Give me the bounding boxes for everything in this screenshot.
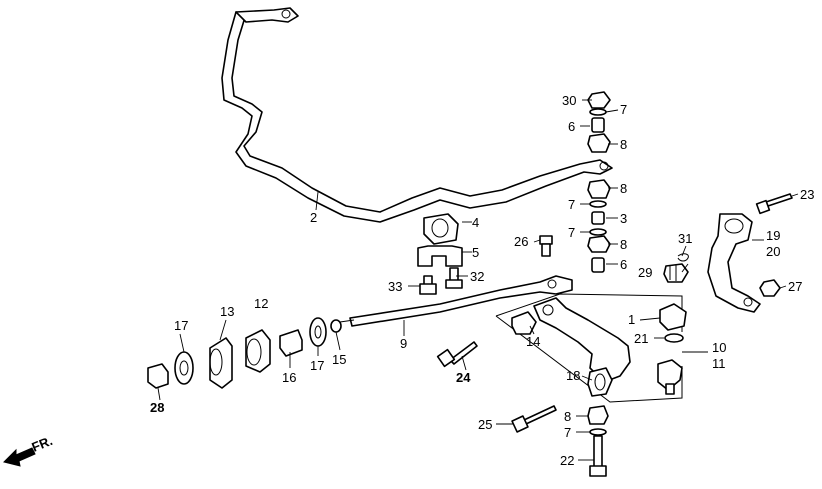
label-2: 2 (310, 210, 317, 225)
arm-bushing-18 (587, 367, 613, 397)
label-19: 19 (766, 228, 780, 243)
label-22: 22 (560, 453, 574, 468)
bushing-8-lower (587, 405, 609, 425)
label-8c: 8 (620, 237, 627, 252)
bolt-22 (589, 435, 607, 477)
ball-joint (657, 359, 683, 395)
arm-bushing-14 (511, 311, 537, 335)
bushing-8-a (587, 133, 611, 153)
front-arrow-label: FR. (30, 433, 55, 455)
label-33: 33 (388, 279, 402, 294)
rod-nut-28 (147, 363, 169, 389)
castle-nut-29 (663, 263, 689, 283)
bolt-26 (539, 235, 553, 257)
label-25: 25 (478, 417, 492, 432)
label-7b: 7 (568, 197, 575, 212)
label-13: 13 (220, 304, 234, 319)
label-29: 29 (638, 265, 652, 280)
label-16: 16 (282, 370, 296, 385)
label-14: 14 (526, 334, 540, 349)
label-32: 32 (470, 269, 484, 284)
label-20: 20 (766, 244, 780, 259)
label-24: 24 (456, 370, 471, 385)
rod-bushing-13 (209, 337, 233, 389)
washer-7-b (589, 200, 607, 208)
knuckle (707, 213, 761, 313)
bolt-23 (755, 193, 793, 215)
label-1: 1 (628, 312, 635, 327)
label-26: 26 (514, 234, 528, 249)
collar-3 (591, 211, 605, 225)
label-6b: 6 (620, 257, 627, 272)
label-10: 10 (712, 340, 726, 355)
label-7c: 7 (568, 225, 575, 240)
label-9: 9 (400, 336, 407, 351)
bolt-32 (445, 267, 463, 289)
front-arrow (3, 447, 36, 467)
label-12: 12 (254, 296, 268, 311)
collar-6-a (591, 117, 605, 133)
label-17b: 17 (310, 358, 324, 373)
cotter-pin-31 (677, 253, 689, 262)
rod-bushing-12 (245, 329, 271, 373)
label-8a: 8 (620, 137, 627, 152)
label-28: 28 (150, 400, 164, 415)
label-4: 4 (472, 215, 479, 230)
leader-lines (157, 99, 799, 461)
stabilizer-bushing (423, 213, 459, 245)
radius-rod (339, 275, 573, 327)
label-17a: 17 (174, 318, 188, 333)
lower-control-arm (533, 297, 631, 383)
label-8d: 8 (564, 409, 571, 424)
label-18: 18 (566, 368, 580, 383)
bolt-33 (419, 275, 437, 295)
boot-1 (659, 303, 687, 331)
part-labels: 2 4 5 30 7 6 8 8 7 3 7 8 6 26 32 33 31 2… (30, 93, 815, 468)
nut-27 (759, 279, 781, 297)
label-31: 31 (678, 231, 692, 246)
collar-6-b (591, 257, 605, 273)
washer-7-c (589, 228, 607, 236)
bolt-25 (511, 405, 557, 433)
label-6a: 6 (568, 119, 575, 134)
label-21: 21 (634, 331, 648, 346)
washer-7-lower (589, 428, 607, 436)
bushing-8-c (587, 235, 611, 253)
label-30: 30 (562, 93, 576, 108)
washer-17-right (309, 317, 327, 347)
washer-15 (330, 319, 342, 333)
label-7a: 7 (620, 102, 627, 117)
washer-17-left (174, 351, 194, 385)
label-7d: 7 (564, 425, 571, 440)
label-11: 11 (712, 356, 726, 371)
label-5: 5 (472, 245, 479, 260)
stabilizer-bar (221, 7, 613, 223)
clip-21 (664, 333, 684, 343)
bolt-24 (436, 341, 478, 368)
label-15: 15 (332, 352, 346, 367)
label-3: 3 (620, 211, 627, 226)
label-23: 23 (800, 187, 814, 202)
bushing-bracket (417, 245, 463, 267)
washer-7-a (589, 108, 607, 116)
label-27: 27 (788, 279, 802, 294)
label-8b: 8 (620, 181, 627, 196)
bushing-8-b (587, 179, 611, 199)
spacer-16 (279, 329, 303, 357)
